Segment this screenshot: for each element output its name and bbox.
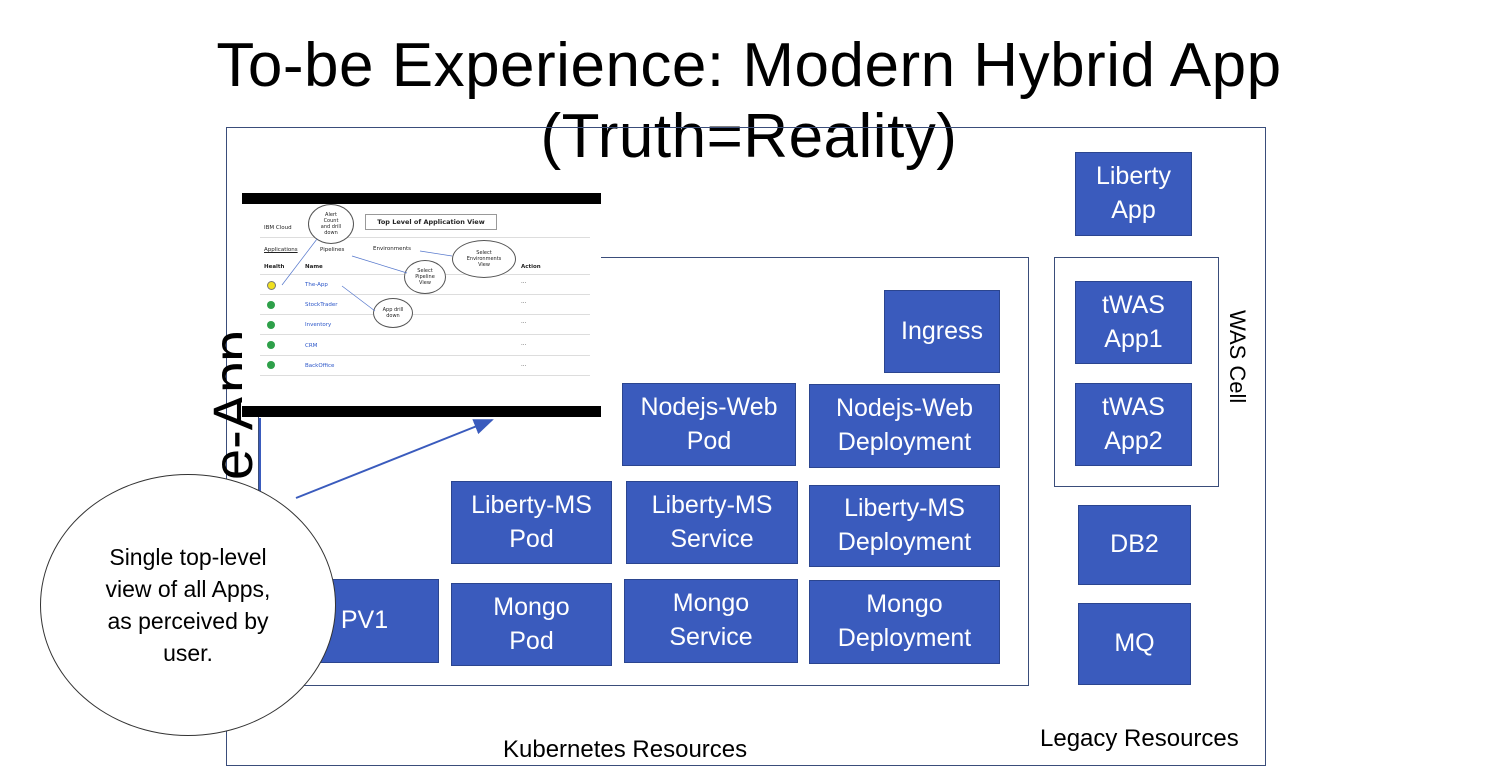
- app-row-name[interactable]: Inventory: [305, 322, 332, 328]
- callout-environments: Select Environments View: [452, 240, 516, 278]
- health-ok-icon: [267, 321, 275, 329]
- mongo-deployment-box: Mongo Deployment: [809, 580, 1000, 664]
- app-row-action[interactable]: ...: [521, 279, 527, 285]
- col-health: Health: [264, 264, 285, 270]
- app-row-action[interactable]: ...: [521, 341, 527, 347]
- nav-pipelines[interactable]: Pipelines: [320, 247, 345, 253]
- legacy-resources-label: Legacy Resources: [1040, 725, 1239, 752]
- callout-arrow: [295, 419, 494, 499]
- divider: [260, 237, 590, 238]
- app-view-heading: Top Level of Application View: [365, 214, 497, 230]
- liberty-app-box: Liberty App: [1075, 152, 1192, 236]
- app-row-action[interactable]: ...: [521, 362, 527, 368]
- twas-app1-box: tWAS App1: [1075, 281, 1192, 364]
- app-view-screenshot: IBM Cloud Top Level of Application View …: [242, 193, 601, 417]
- twas-app2-box: tWAS App2: [1075, 383, 1192, 466]
- liberty-ms-deployment-box: Liberty-MS Deployment: [809, 485, 1000, 567]
- liberty-ms-pod-box: Liberty-MS Pod: [451, 481, 612, 564]
- summary-callout-text: Single top-level view of all Apps, as pe…: [105, 543, 271, 667]
- db2-box: DB2: [1078, 505, 1191, 585]
- health-ok-icon: [267, 301, 275, 309]
- screenshot-callout-lines: [281, 238, 453, 312]
- nav-environments[interactable]: Environments: [373, 246, 411, 252]
- kubernetes-frame: [258, 257, 1029, 686]
- liberty-ms-service-box: Liberty-MS Service: [626, 481, 798, 564]
- ingress-box: Ingress: [884, 290, 1000, 373]
- kubernetes-resources-label: Kubernetes Resources: [503, 736, 748, 763]
- health-ok-icon: [267, 341, 275, 349]
- callout-app-drill: App drill down: [373, 298, 413, 328]
- slide-title: To-be Experience: Modern Hybrid App (Tru…: [216, 31, 1282, 171]
- app-row-action[interactable]: ...: [521, 299, 527, 305]
- col-action: Action: [521, 264, 541, 270]
- app-row-name[interactable]: BackOffice: [305, 363, 335, 369]
- mq-box: MQ: [1078, 603, 1191, 685]
- app-row-name[interactable]: StockTrader: [305, 302, 338, 308]
- callout-alert-count: Alert Count and drill down: [308, 204, 354, 244]
- was-cell-frame: [1054, 257, 1219, 487]
- screenshot-bottom-bar: [242, 406, 601, 417]
- nodejs-web-deployment-box: Nodejs-Web Deployment: [809, 384, 1000, 468]
- health-warning-icon: [267, 281, 276, 290]
- mongo-pod-box: Mongo Pod: [451, 583, 612, 666]
- app-row-name[interactable]: CRM: [305, 343, 318, 349]
- app-row-action[interactable]: ...: [521, 319, 527, 325]
- col-name: Name: [305, 264, 323, 270]
- screenshot-top-bar: [242, 193, 601, 204]
- nav-applications[interactable]: Applications: [264, 247, 298, 253]
- summary-callout-circle: Single top-level view of all Apps, as pe…: [40, 474, 336, 736]
- callout-pipeline: Select Pipeline View: [404, 260, 446, 294]
- outer-frame: [226, 127, 1266, 766]
- nodejs-web-pod-box: Nodejs-Web Pod: [622, 383, 796, 466]
- ibm-cloud-brand: IBM Cloud: [264, 225, 292, 231]
- health-ok-icon: [267, 361, 275, 369]
- app-row-name[interactable]: The-App: [305, 282, 328, 288]
- mongo-service-box: Mongo Service: [624, 579, 798, 663]
